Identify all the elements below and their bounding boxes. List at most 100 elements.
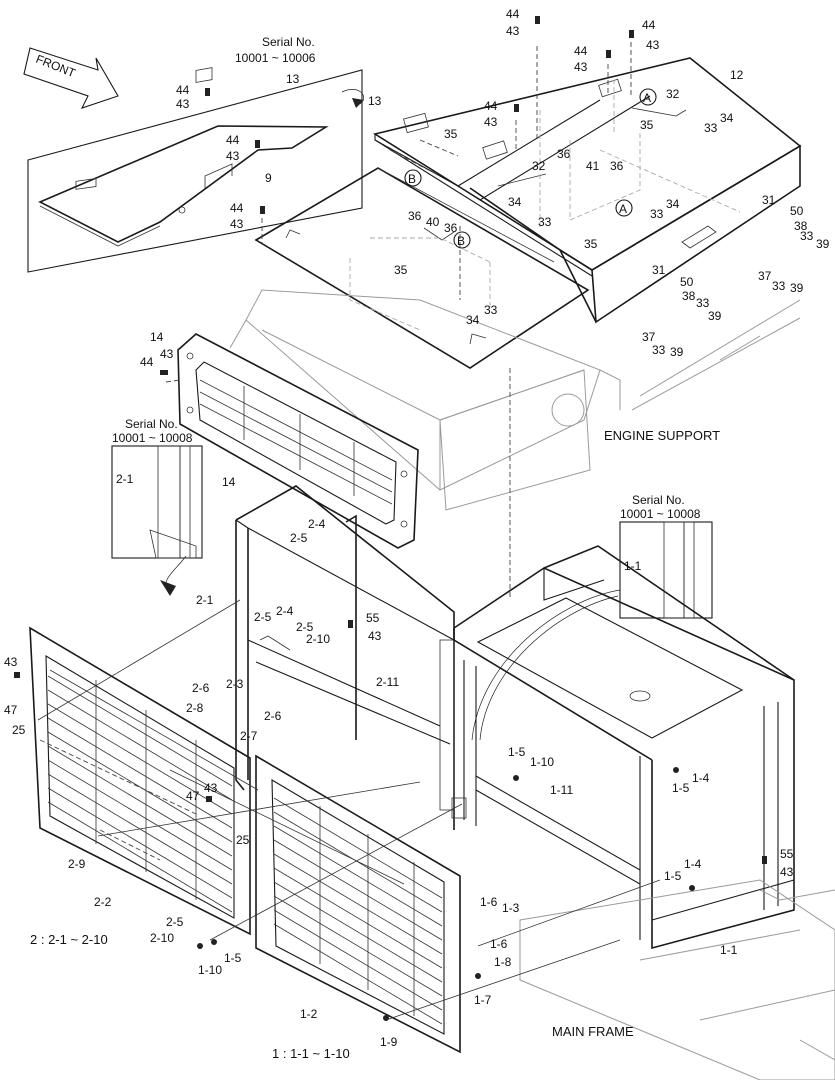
callout: 33 bbox=[652, 343, 666, 357]
callout: 1-7 bbox=[474, 993, 492, 1007]
callout: 2-9 bbox=[68, 857, 86, 871]
callout: 1-11 bbox=[550, 783, 573, 797]
callout: 44 bbox=[230, 201, 244, 215]
callout: 34 bbox=[508, 195, 522, 209]
callout: 55 bbox=[780, 847, 794, 861]
marker-b1: B bbox=[408, 172, 416, 186]
callout: 43 bbox=[484, 115, 498, 129]
inset-right: Serial No. 10001 ~ 10008 bbox=[471, 493, 713, 741]
callout: 9 bbox=[265, 171, 272, 185]
callout: 34 bbox=[466, 313, 480, 327]
callout: 2-3 bbox=[226, 677, 244, 691]
callout: 2-10 bbox=[306, 632, 330, 646]
callout: 44 bbox=[140, 355, 154, 369]
callout: 39 bbox=[708, 309, 722, 323]
fasteners bbox=[14, 16, 767, 1021]
engine-support: ENGINE SUPPORT bbox=[229, 289, 801, 511]
callout: 2-5 bbox=[290, 531, 308, 545]
callout: 1-4 bbox=[684, 857, 702, 871]
frame-2 bbox=[235, 485, 455, 830]
callout: 43 bbox=[204, 781, 218, 795]
callout: 2-11 bbox=[376, 675, 399, 689]
callout: 31 bbox=[762, 193, 776, 207]
callout: 43 bbox=[368, 629, 382, 643]
callout: 2-2 bbox=[94, 895, 112, 909]
callout: 33 bbox=[484, 303, 498, 317]
callout: 1-10 bbox=[530, 755, 554, 769]
callout: 1-1 bbox=[720, 943, 738, 957]
callout: 1-1 bbox=[624, 559, 642, 573]
callout: 13 bbox=[286, 72, 300, 86]
callout: 2-6 bbox=[192, 681, 210, 695]
callout: 43 bbox=[160, 347, 174, 361]
callout: 39 bbox=[790, 281, 804, 295]
callout: 34 bbox=[666, 197, 680, 211]
callout: 1-5 bbox=[664, 869, 682, 883]
callout: 40 bbox=[426, 215, 440, 229]
callout: 44 bbox=[226, 133, 240, 147]
callout: 55 bbox=[366, 611, 380, 625]
hood-assembly bbox=[372, 57, 802, 324]
inset-left: Serial No. 10001 ~ 10008 bbox=[111, 417, 203, 596]
callout: 33 bbox=[696, 296, 710, 310]
callout: 2-7 bbox=[240, 729, 258, 743]
callout: 44 bbox=[484, 99, 498, 113]
callout: 32 bbox=[532, 159, 546, 173]
callout: 1-10 bbox=[198, 963, 222, 977]
callout: 36 bbox=[408, 209, 422, 223]
callout: 1-9 bbox=[380, 1035, 398, 1049]
callout: 14 bbox=[150, 330, 164, 344]
callout: 2-4 bbox=[276, 604, 294, 618]
marker-a1: A bbox=[643, 91, 651, 105]
callout: 43 bbox=[176, 97, 190, 111]
serial-range-top: 10001 ~ 10006 bbox=[235, 51, 316, 65]
callout: 38 bbox=[682, 289, 696, 303]
callout: 39 bbox=[816, 237, 830, 251]
serial-title-left: Serial No. bbox=[125, 417, 178, 431]
callout: 44 bbox=[642, 18, 656, 32]
callout: 35 bbox=[584, 237, 598, 251]
callout: 36 bbox=[610, 159, 624, 173]
group-2-caption: 2 : 2-1 ~ 2-10 bbox=[30, 932, 108, 947]
callout: 2-5 bbox=[166, 915, 184, 929]
callout: 43 bbox=[226, 149, 240, 163]
callout: 50 bbox=[680, 275, 694, 289]
callout: 35 bbox=[394, 263, 408, 277]
callout: 44 bbox=[176, 83, 190, 97]
callout: 41 bbox=[586, 159, 600, 173]
callout: 44 bbox=[574, 44, 588, 58]
callout: 44 bbox=[506, 7, 520, 21]
callout: 43 bbox=[230, 217, 244, 231]
callout: 38 bbox=[794, 219, 808, 233]
callout: 1-5 bbox=[672, 781, 690, 795]
main-frame-label: MAIN FRAME bbox=[552, 1024, 634, 1039]
callout: 2-4 bbox=[308, 517, 326, 531]
serial-range-left: 10001 ~ 10008 bbox=[112, 431, 193, 445]
callout: 31 bbox=[652, 263, 666, 277]
callout: 43 bbox=[780, 865, 794, 879]
frame-1 bbox=[451, 545, 795, 950]
callout: 33 bbox=[650, 207, 664, 221]
callout: 47 bbox=[4, 703, 18, 717]
callout: 34 bbox=[720, 111, 734, 125]
callout: 25 bbox=[12, 723, 26, 737]
callout: 35 bbox=[640, 118, 654, 132]
callout: 33 bbox=[800, 229, 814, 243]
callout: 33 bbox=[704, 121, 718, 135]
callout: 37 bbox=[642, 330, 656, 344]
callout: 50 bbox=[790, 204, 804, 218]
front-arrow-icon bbox=[23, 47, 119, 109]
callout: 2-10 bbox=[150, 931, 174, 945]
callout: 1-5 bbox=[508, 745, 526, 759]
part-callouts: 44 43 44 43 44 43 12 13 13 44 43 44 43 4… bbox=[4, 7, 830, 1049]
callout: 47 bbox=[186, 789, 200, 803]
main-frame: MAIN FRAME bbox=[519, 879, 835, 1080]
callout: 2-5 bbox=[296, 620, 314, 634]
group-1-caption: 1 : 1-1 ~ 1-10 bbox=[272, 1046, 350, 1061]
callout: 35 bbox=[444, 127, 458, 141]
callout: 14 bbox=[222, 475, 236, 489]
callout: 1-6 bbox=[480, 895, 498, 909]
callout: 13 bbox=[368, 94, 382, 108]
callout: 33 bbox=[538, 215, 552, 229]
